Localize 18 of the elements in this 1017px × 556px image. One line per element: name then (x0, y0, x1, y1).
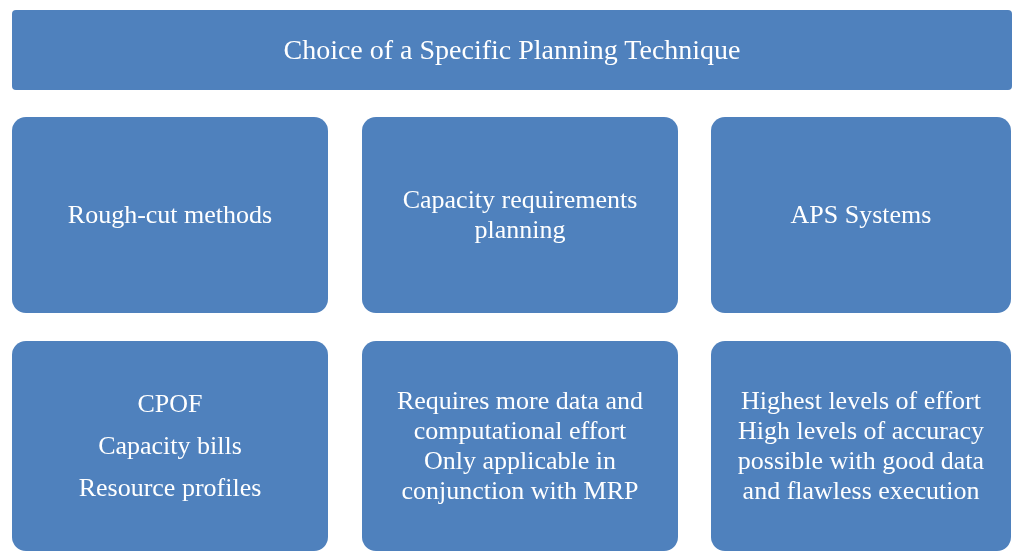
category-box (362, 117, 678, 313)
box-text: Capacity requirements planning (401, 185, 639, 245)
detail-box (711, 341, 1011, 551)
box-text: Rough-cut methods (67, 200, 273, 230)
title-text: Choice of a Specific Planning Technique (283, 35, 741, 65)
detail-box (362, 341, 678, 551)
box-text: Highest levels of effort (741, 386, 981, 416)
category-box (711, 117, 1011, 313)
title-band (12, 10, 1012, 90)
box-text: Requires more data and computational effort (395, 386, 645, 446)
box-text: CPOF (137, 389, 203, 419)
detail-box (12, 341, 328, 551)
box-text: High levels of accuracy possible with good data and flawless execution (736, 416, 986, 506)
box-text: Resource profiles (78, 473, 262, 503)
box-text: Only applicable in conjunction with MRP (400, 446, 640, 506)
category-box (12, 117, 328, 313)
box-text: APS Systems (790, 200, 932, 230)
box-text: Capacity bills (98, 431, 242, 461)
